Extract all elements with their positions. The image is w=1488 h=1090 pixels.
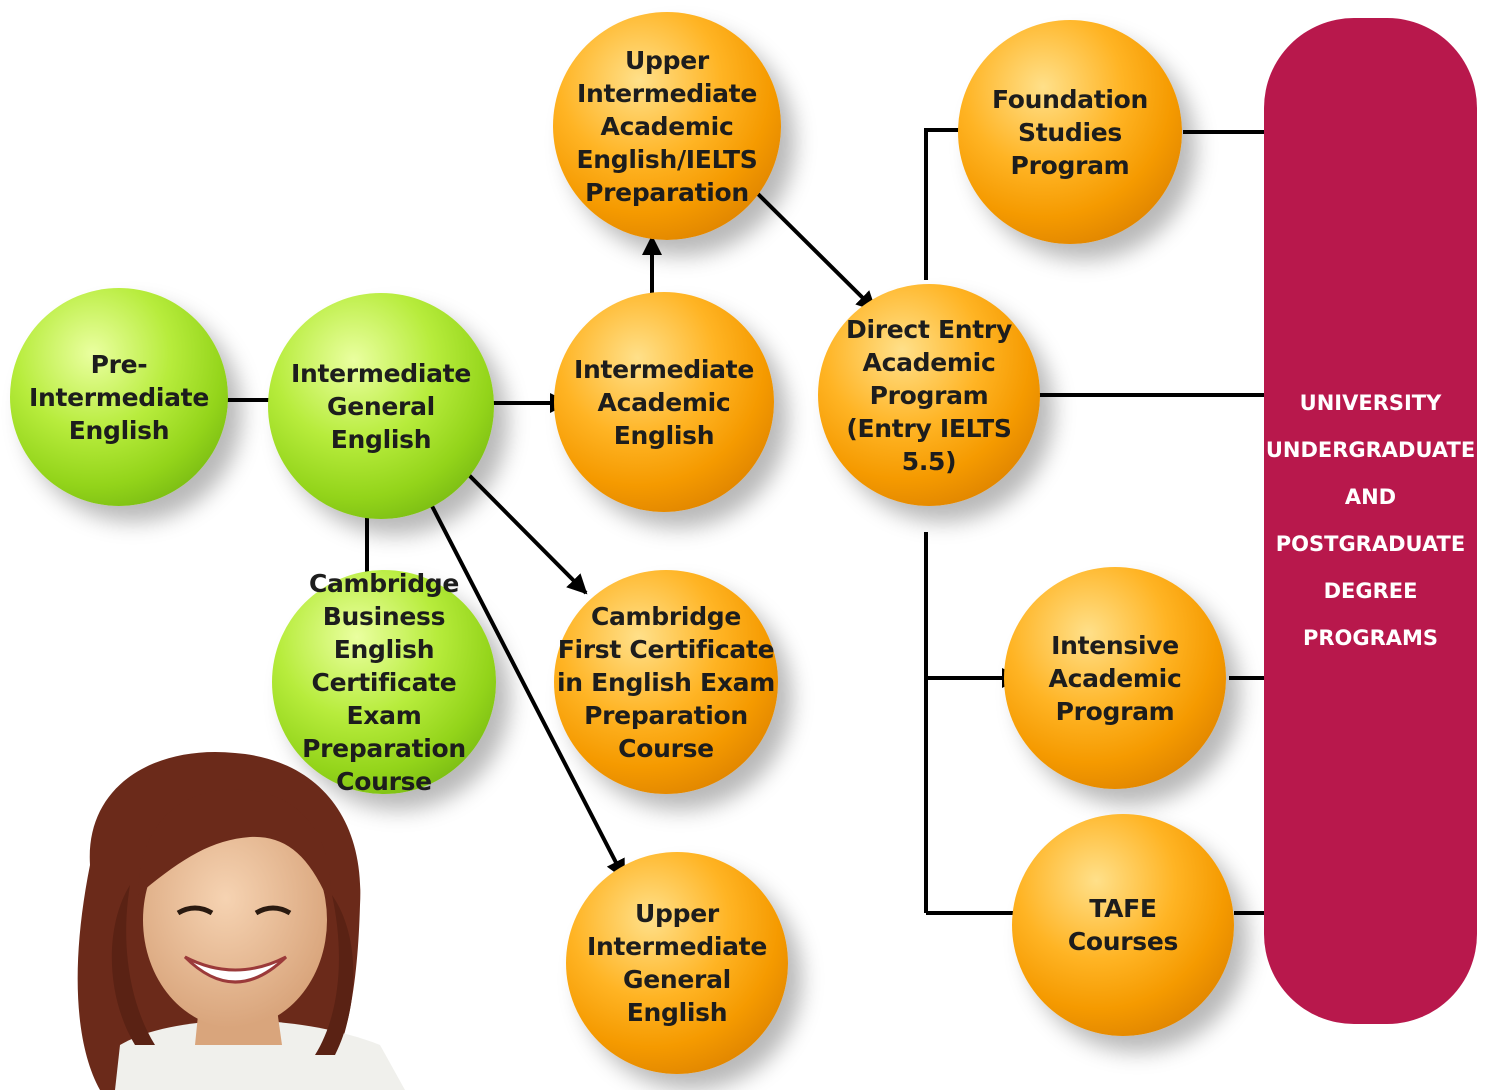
node-label: Upper Intermediate Academic English/IELT… [576, 45, 758, 207]
node-label: Pre- Intermediate English [29, 349, 209, 445]
student-photo [77, 751, 405, 1090]
node-label: Foundation Studies Program [991, 84, 1149, 180]
arrow-upper-academic-to-direct-entry [755, 191, 877, 312]
node-upper-intermediate-academic-ielts: Upper Intermediate Academic English/IELT… [553, 12, 781, 240]
node-intermediate-academic-english: Intermediate Academic English [554, 292, 774, 512]
node-foundation-studies-program: Foundation Studies Program [958, 20, 1182, 244]
node-tafe-courses: TAFE Courses [1012, 814, 1234, 1036]
node-label: Upper Intermediate General English [587, 899, 767, 1027]
node-cambridge-first-certificate: Cambridge First Certificate in English E… [554, 570, 778, 794]
node-label: Cambridge Business English Certificate E… [302, 568, 466, 796]
node-direct-entry-academic-program: Direct Entry Academic Program (Entry IEL… [818, 284, 1040, 506]
node-cambridge-business-english: Cambridge Business English Certificate E… [272, 569, 496, 796]
node-pre-intermediate-english: Pre- Intermediate English [10, 288, 228, 506]
university-programs-label: UNIVERSITY UNDERGRADUATE AND POSTGRADUAT… [1265, 391, 1476, 650]
node-intensive-academic-program: Intensive Academic Program [1004, 567, 1226, 789]
node-label: Intermediate General English [291, 358, 471, 454]
node-label: Direct Entry Academic Program (Entry IEL… [846, 314, 1012, 476]
node-label: Intensive Academic Program [1048, 630, 1182, 726]
node-label: TAFE Courses [1067, 894, 1179, 956]
node-upper-intermediate-general-english: Upper Intermediate General English [566, 852, 788, 1074]
node-label: Intermediate Academic English [574, 354, 754, 450]
node-intermediate-general-english: Intermediate General English [268, 293, 494, 519]
node-label: Cambridge First Certificate in English E… [557, 601, 775, 763]
university-programs-box [1264, 18, 1477, 1024]
